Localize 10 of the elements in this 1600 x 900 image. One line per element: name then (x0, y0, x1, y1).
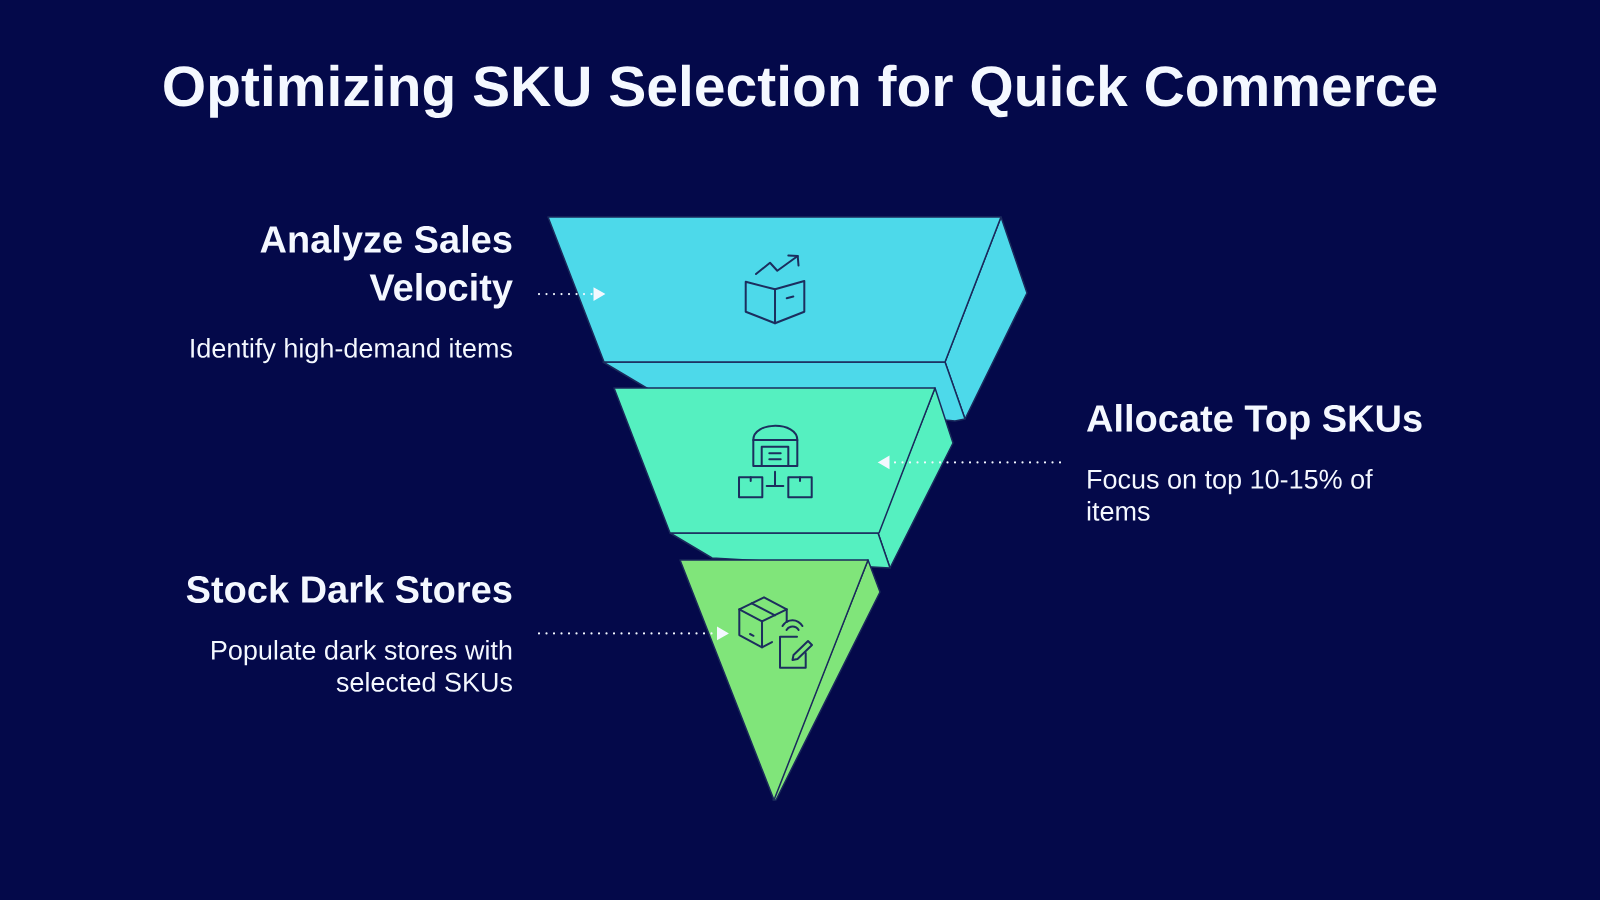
step-heading: Analyze Sales Velocity (260, 225, 513, 309)
step-description: Populate dark stores with selected SKUs (212, 639, 512, 692)
funnel-layer (679, 559, 881, 801)
funnel-layer (547, 216, 1028, 422)
step-heading: Stock Dark Stores (186, 575, 512, 603)
funnel-layer (613, 387, 954, 569)
step-heading: Allocate Top SKUs (1086, 404, 1422, 440)
step-description: Focus on top 10-15% of items (1087, 469, 1373, 521)
title: Optimizing SKU Selection for Quick Commerce (164, 64, 1437, 119)
step-description: Identify high-demand items (191, 337, 512, 364)
